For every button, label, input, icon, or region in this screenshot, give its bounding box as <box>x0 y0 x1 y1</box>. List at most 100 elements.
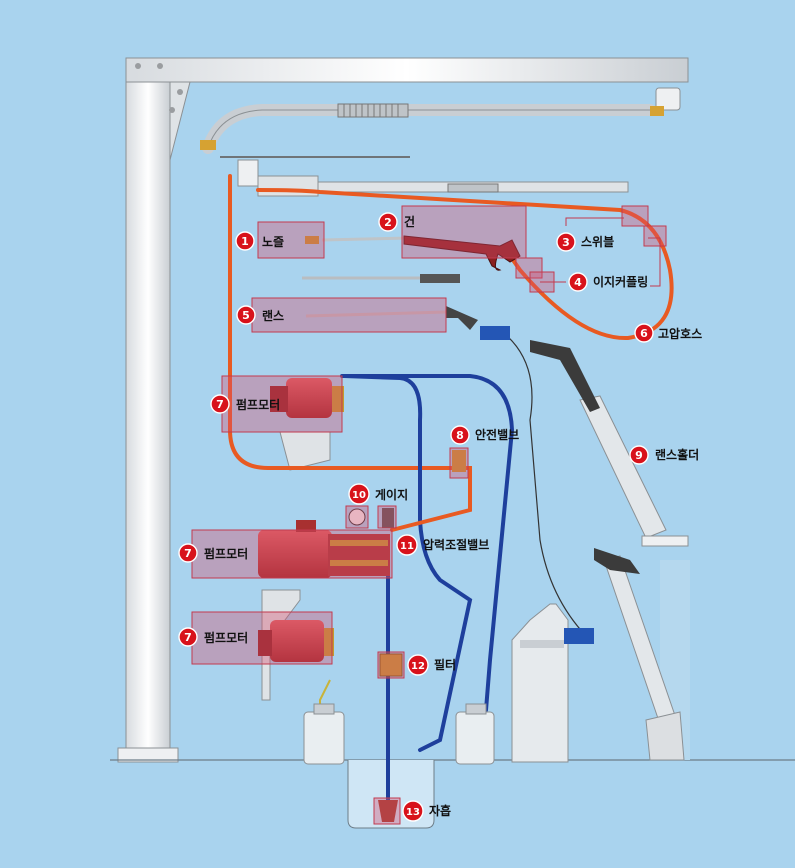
callout-number: 4 <box>574 276 582 289</box>
callout-label: 게이지 <box>375 487 408 502</box>
tank-left <box>303 703 345 765</box>
filter-body <box>379 653 403 677</box>
crane-structure <box>110 57 795 829</box>
highlight-pump-motor-low <box>191 611 333 665</box>
lance-lower <box>305 310 447 318</box>
callout-number: 8 <box>456 429 464 442</box>
lance-straight <box>321 236 411 242</box>
pump-motor-mid-unit <box>258 520 390 578</box>
suction-strainer <box>378 800 398 822</box>
callout-label: 노즐 <box>262 235 284 249</box>
callout-label: 필터 <box>434 657 456 672</box>
callout-number: 7 <box>184 547 192 560</box>
orange-feed-hose <box>228 174 472 492</box>
callout-label: 랜스홀더 <box>655 447 699 462</box>
callout-number: 2 <box>384 216 392 229</box>
right-holder-cup <box>645 711 685 761</box>
pump-motor-low-unit <box>258 620 334 662</box>
callout-number: 13 <box>406 807 420 818</box>
callout-lance-holder: 9 랜스홀더 <box>629 445 699 465</box>
callout-number: 3 <box>562 236 570 249</box>
highlight-nozzle <box>257 221 325 259</box>
callout-number: 6 <box>640 327 648 340</box>
highlight-filter <box>377 651 405 679</box>
callout-label: 랜스 <box>262 308 284 323</box>
callout-number: 5 <box>242 309 250 322</box>
callout-number: 7 <box>184 631 192 644</box>
callout-label: 펌프모터 <box>204 546 248 561</box>
callouts: 1 노즐 2 건 3 스위블 4 이지커플링 5 랜스 6 고압호스 <box>178 212 702 822</box>
callout-swivel: 3 스위블 <box>556 232 614 252</box>
callout-label: 건 <box>404 214 415 229</box>
top-swivel-hub <box>655 87 681 111</box>
safety-valve-body <box>452 450 466 472</box>
highlight-self-suction <box>373 797 401 825</box>
components <box>258 235 689 822</box>
blue-pipe-b <box>342 374 473 752</box>
callout-high-pressure-hose: 6 고압호스 <box>634 323 702 343</box>
piping <box>228 174 674 802</box>
callout-label: 안전밸브 <box>475 427 519 442</box>
callout-number: 10 <box>352 490 366 501</box>
callout-self-suction: 13 자흡 <box>402 800 451 822</box>
highlight-boxes <box>191 205 667 825</box>
callout-gauge: 10 게이지 <box>348 483 408 505</box>
callout-label: 펌프모터 <box>236 397 280 412</box>
highlight-safety-valve <box>449 447 469 479</box>
callout-gun: 2 건 <box>378 212 415 232</box>
callout-label: 압력조절밸브 <box>423 538 489 552</box>
callout-number: 1 <box>241 235 249 248</box>
callout-label: 스위블 <box>581 235 614 249</box>
highlight-pump-motor-mid <box>191 529 393 579</box>
wash-station-cabinet <box>511 603 594 763</box>
highlight-regulator <box>377 505 397 529</box>
callout-pump-motor-top: 7 펌프모터 <box>210 394 280 414</box>
pump-bracket-top <box>279 431 331 471</box>
highlight-gun <box>401 205 527 259</box>
callout-number: 12 <box>411 661 425 672</box>
highlight-lance <box>251 297 447 333</box>
gun-body <box>403 235 521 271</box>
pump-motor-top-unit <box>270 378 344 418</box>
callout-lance: 5 랜스 <box>236 305 284 325</box>
callout-nozzle: 1 노즐 <box>235 231 284 251</box>
lance-holder-tube <box>579 395 667 539</box>
callout-label: 고압호스 <box>658 327 702 341</box>
crane-top-arm <box>125 57 689 83</box>
callout-pump-motor-low: 7 펌프모터 <box>178 627 248 647</box>
callout-label: 자흡 <box>429 803 451 818</box>
callout-safety-valve: 8 안전밸브 <box>450 425 519 445</box>
callout-label: 펌프모터 <box>204 630 248 645</box>
regulator-body <box>382 508 394 528</box>
leader-lines <box>540 217 661 287</box>
tank-right <box>455 703 495 765</box>
crane-column <box>125 57 171 761</box>
blue-pipe-a <box>340 374 515 712</box>
highlight-swivel <box>621 205 649 227</box>
gauge-dial <box>348 508 366 526</box>
holder-cable <box>499 329 591 641</box>
brush <box>480 326 510 340</box>
callout-number: 9 <box>635 449 643 462</box>
callout-pressure-regulating-valve: 11 압력조절밸브 <box>396 534 489 556</box>
holder-gun-top <box>530 340 600 412</box>
lance-gun-lower <box>446 306 478 330</box>
callout-number: 7 <box>216 398 224 411</box>
crane-column-base <box>117 747 179 763</box>
high-pressure-hose-line <box>256 188 674 341</box>
highlight-gauge <box>345 505 369 529</box>
callout-easy-coupling: 4 이지커플링 <box>568 272 648 292</box>
callout-filter: 12 필터 <box>407 654 456 676</box>
regulator-orange-link <box>390 488 472 532</box>
lower-boom-spring <box>447 183 499 193</box>
highlight-easy-coupling <box>515 257 543 279</box>
highlight-swivel-2 <box>643 225 667 247</box>
callout-label: 이지커플링 <box>593 274 648 289</box>
callout-number: 11 <box>400 541 414 552</box>
highlight-pump-motor-top <box>221 375 343 433</box>
right-holder-gun <box>594 548 640 574</box>
crane-brace <box>169 81 191 161</box>
mid-swivel-hub <box>237 159 259 187</box>
holder-base-plate <box>641 535 689 547</box>
